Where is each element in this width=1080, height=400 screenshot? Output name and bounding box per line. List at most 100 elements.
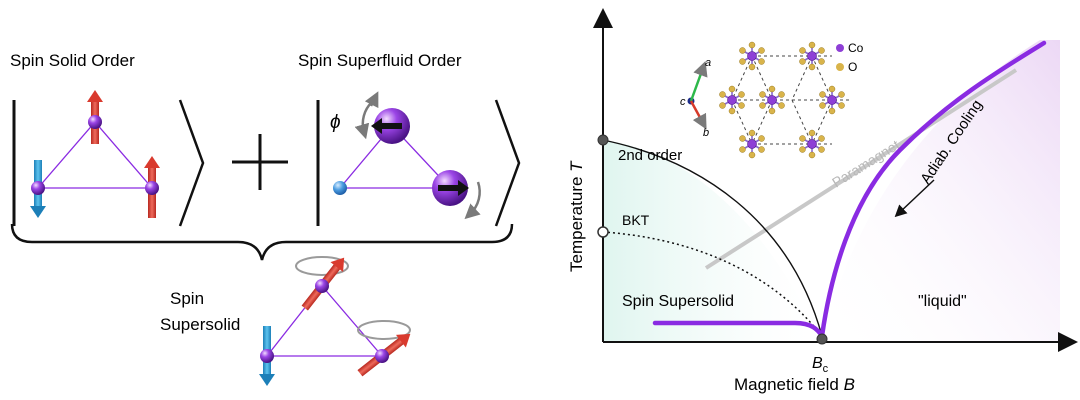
co-o6-motif [819,85,845,115]
rotation-arrow [464,181,481,220]
spin-left-arrow [371,118,402,134]
oxygen-atom [759,102,766,109]
oxygen-atom [799,135,806,142]
cobalt-atom [827,95,837,105]
oxygen-atom [818,47,825,54]
oxygen-atom [828,85,836,93]
supersolid-region-tint [603,140,822,342]
oxygen-atom [778,91,785,98]
oxygen-atom [759,91,766,98]
spin-down-arrow [259,326,275,386]
small-site-ball [333,181,347,195]
oxygen-atom [768,107,776,115]
legend-o-label: O [848,60,857,74]
triangle-lattice [36,121,154,189]
oxygen-atom [818,146,825,153]
legend-o-swatch [836,63,844,71]
oxygen-atom [819,102,826,109]
co-o6-motif [799,41,825,71]
rotation-arrow [354,101,373,140]
phi-label: ϕ [330,112,341,133]
oxygen-atom [748,41,756,49]
second-order-label: 2nd order [618,147,682,164]
y-axis-title: Temperature T [567,160,586,272]
canted-spin-arrow [301,257,345,311]
cobalt-atom [807,51,817,61]
spin-solid-title: Spin Solid Order [10,51,135,70]
co-o6-motif [719,85,745,115]
cooling-direction-arrow [894,179,935,218]
ket-angle-right [178,99,205,227]
cobalt-atom [747,139,757,149]
axis-c-label: c [680,96,686,108]
oxygen-atom [738,102,745,109]
oxygen-atom [728,107,736,115]
triangle-lattice [265,284,384,357]
curly-brace [10,223,514,261]
oxygen-atom [808,41,816,49]
cobalt-atom [807,139,817,149]
oxygen-atom [758,58,765,65]
oxygen-atom [748,129,756,137]
oxygen-atom [808,151,816,159]
oxygen-atom [808,63,816,71]
canted-spin-arrow [357,333,411,377]
triangle-lattice [338,125,452,189]
oxygen-atom [739,146,746,153]
co-o6-motif [739,41,765,71]
oxygen-atom [748,63,756,71]
spin-up-arrow [87,90,103,144]
critical-field-point [816,333,828,345]
spin-solid-ket [12,90,205,227]
co-sites [719,41,845,159]
spin-down-arrow [30,160,46,218]
site-ball [315,279,329,293]
bkt-endpoint [597,226,609,238]
spin-up-arrow [144,156,160,218]
oxygen-atom [799,47,806,54]
oxygen-atom [758,47,765,54]
co-o6-motif [759,85,785,115]
rotation-arrow-tip [364,91,379,109]
legend-co-label: Co [848,41,864,55]
spin-right-arrow [438,180,469,196]
precession-ring [357,320,411,340]
site-ball [260,349,274,363]
bc-label: Bc [812,355,829,375]
oxygen-atom [799,146,806,153]
phase-diagram: Paramagnet Adiab. Cooling 2nd order BKT … [567,8,1078,394]
oxygen-atom [739,58,746,65]
oxygen-atom [738,91,745,98]
ket-angle-right [494,99,521,227]
cobalt-atom [727,95,737,105]
supersolid-label-line2: Supersolid [160,315,240,334]
co-o6-motif [799,129,825,159]
axis-b-arrow [689,100,707,130]
axis-a-arrow [689,60,708,102]
supersolid-label-line1: Spin [170,289,204,308]
oxygen-atom [778,102,785,109]
spin-superfluid-title: Spin Superfluid Order [298,51,462,70]
oxygen-atom [719,91,726,98]
supersolid-triangle [259,256,411,386]
oxygen-atom [828,107,836,115]
axis-b-label: b [703,127,709,139]
oxygen-atom [818,58,825,65]
axis-a-label: a [705,57,711,69]
x-axis-title: Magnetic field B [734,375,855,394]
liquid-region-label: "liquid" [918,293,967,310]
cobalt-atom [767,95,777,105]
oxygen-atom [739,47,746,54]
oxygen-atom [758,146,765,153]
oxygen-atom [748,151,756,159]
legend-co-swatch [836,44,844,52]
bkt-label: BKT [622,212,650,228]
plus-sign [232,134,288,190]
cobalt-atom [747,51,757,61]
oxygen-atom [799,58,806,65]
site-ball [88,115,102,129]
crystal-structure-inset: Co O a b c [680,41,864,159]
second-order-endpoint [597,134,609,146]
oxygen-atom [768,85,776,93]
